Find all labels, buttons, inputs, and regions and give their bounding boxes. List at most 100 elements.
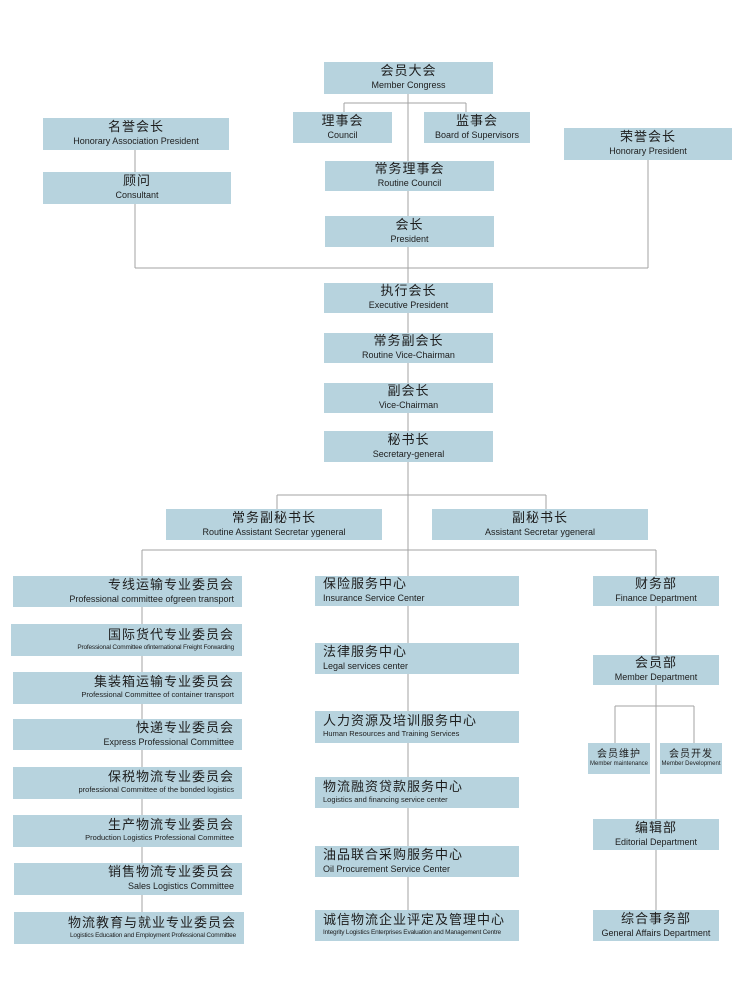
node-zh-label: 销售物流专业委员会 [107,865,234,881]
node-en-label: Logistics and financing service center [323,794,448,804]
node-en-label: Finance Department [615,593,697,604]
node-en-label: Oil Procurement Service Center [323,863,451,874]
node-zh-label: 保税物流专业委员会 [107,770,234,786]
node-member-development: 会员开发 Member Development [660,743,722,774]
node-zh-label: 会员大会 [380,64,437,80]
node-en-label: General Affairs Department [601,927,711,938]
node-service-center: 物流融资贷款服务中心 Logistics and financing servi… [315,777,519,808]
node-en-label: Express Professional Committee [103,736,234,747]
node-zh-label: 快递专业委员会 [135,720,234,736]
node-routine-vice-chairman: 常务副会长 Routine Vice-Chairman [324,333,493,363]
node-zh-label: 常务副秘书长 [231,510,316,526]
node-council: 理事会 Council [293,112,392,143]
node-committee: 生产物流专业委员会 Production Logistics Professio… [13,815,242,847]
node-en-label: Production Logistics Professional Commit… [85,833,234,843]
node-zh-label: 集装箱运输专业委员会 [93,675,234,691]
node-en-label: Board of Supervisors [434,129,520,140]
node-en-label: Member Congress [371,80,446,91]
node-board-of-supervisors: 监事会 Board of Supervisors [424,112,530,143]
node-zh-label: 生产物流专业委员会 [107,818,234,834]
node-member-department: 会员部 Member Department [593,655,719,685]
node-zh-label: 物流教育与就业专业委员会 [67,915,236,931]
node-zh-label: 名誉会长 [107,120,164,136]
node-committee: 集装箱运输专业委员会 Professional Committee of con… [13,672,242,704]
node-en-label: Member maintenance [589,760,649,767]
node-en-label: Professional Committee ofinternational F… [77,643,234,651]
node-en-label: Routine Vice-Chairman [362,350,455,361]
node-en-label: Legal services center [323,660,409,671]
node-en-label: Member Development [661,760,721,767]
node-zh-label: 专线运输专业委员会 [107,577,234,593]
node-en-label: Member Department [614,672,698,683]
node-service-center: 诚信物流企业评定及管理中心 Integrity Logistics Enterp… [315,910,519,941]
node-member-congress: 会员大会 Member Congress [324,62,493,94]
node-zh-label: 保险服务中心 [323,577,408,593]
node-en-label: Routine Council [377,178,442,189]
node-editorial-department: 编辑部 Editorial Department [593,819,719,850]
node-zh-label: 理事会 [321,113,364,129]
node-en-label: Honorary President [609,146,687,157]
node-en-label: Integrity Logistics Enterprises Evaluati… [323,929,501,937]
node-zh-label: 物流融资贷款服务中心 [323,779,464,795]
node-routine-council: 常务理事会 Routine Council [325,161,494,191]
node-executive-president: 执行会长 Executive President [324,283,493,313]
node-zh-label: 会员开发 [669,749,713,761]
node-committee: 销售物流专业委员会 Sales Logistics Committee [14,863,242,895]
node-en-label: Professional Committee of container tran… [81,690,234,700]
node-en-label: professional Committee of the bonded log… [78,785,234,795]
node-committee: 专线运输专业委员会 Professional committee ofgreen… [13,576,242,607]
node-en-label: Honorary Association President [73,136,199,147]
node-en-label: Vice-Chairman [378,400,439,411]
node-en-label: Routine Assistant Secretar ygeneral [202,526,346,537]
node-zh-label: 常务理事会 [374,162,445,178]
node-consultant: 顾问 Consultant [43,172,231,204]
node-honorary-president: 荣誉会长 Honorary President [564,128,732,160]
node-member-maintenance: 会员维护 Member maintenance [588,743,650,774]
node-zh-label: 执行会长 [380,284,437,300]
node-en-label: Consultant [115,190,159,201]
node-president: 会长 President [325,216,494,247]
node-honorary-association-president: 名誉会长 Honorary Association President [43,118,229,150]
node-committee: 保税物流专业委员会 professional Committee of the … [13,767,242,799]
node-en-label: President [390,233,429,244]
node-zh-label: 副秘书长 [511,510,568,526]
node-assistant-secretary-general: 副秘书长 Assistant Secretar ygeneral [432,509,648,540]
node-zh-label: 编辑部 [634,820,677,836]
node-zh-label: 监事会 [455,113,498,129]
node-vice-chairman: 副会长 Vice-Chairman [324,383,493,413]
node-zh-label: 综合事务部 [620,911,691,927]
node-service-center: 人力资源及培训服务中心 Human Resources and Training… [315,711,519,743]
node-en-label: Council [327,129,358,140]
node-en-label: Assistant Secretar ygeneral [484,526,596,537]
node-zh-label: 顾问 [122,174,151,190]
node-zh-label: 会员维护 [597,749,641,761]
node-zh-label: 油品联合采购服务中心 [323,847,464,863]
node-en-label: Logistics Education and Employment Profe… [70,931,236,939]
node-zh-label: 法律服务中心 [323,644,408,660]
node-zh-label: 秘书长 [387,432,430,448]
node-en-label: Secretary-general [372,448,445,459]
node-finance-department: 财务部 Finance Department [593,576,719,606]
node-committee: 国际货代专业委员会 Professional Committee ofinter… [11,624,242,656]
node-zh-label: 财务部 [634,577,677,593]
node-service-center: 法律服务中心 Legal services center [315,643,519,674]
node-zh-label: 常务副会长 [373,334,444,350]
node-en-label: Editorial Department [614,836,698,847]
node-en-label: Human Resources and Training Services [323,729,460,739]
node-committee: 快递专业委员会 Express Professional Committee [13,719,242,750]
node-zh-label: 荣誉会长 [619,130,676,146]
node-zh-label: 诚信物流企业评定及管理中心 [323,913,506,929]
node-en-label: Sales Logistics Committee [127,881,234,892]
node-routine-assistant-secretary-general: 常务副秘书长 Routine Assistant Secretar ygener… [166,509,382,540]
node-zh-label: 会长 [395,217,424,233]
node-service-center: 保险服务中心 Insurance Service Center [315,576,519,606]
node-zh-label: 会员部 [634,656,677,672]
node-zh-label: 人力资源及培训服务中心 [323,714,478,730]
node-committee: 物流教育与就业专业委员会 Logistics Education and Emp… [14,912,244,944]
node-service-center: 油品联合采购服务中心 Oil Procurement Service Cente… [315,846,519,877]
node-zh-label: 副会长 [387,384,430,400]
node-en-label: Professional committee ofgreen transport [69,593,234,604]
node-general-affairs-department: 综合事务部 General Affairs Department [593,910,719,941]
node-zh-label: 国际货代专业委员会 [107,627,234,643]
